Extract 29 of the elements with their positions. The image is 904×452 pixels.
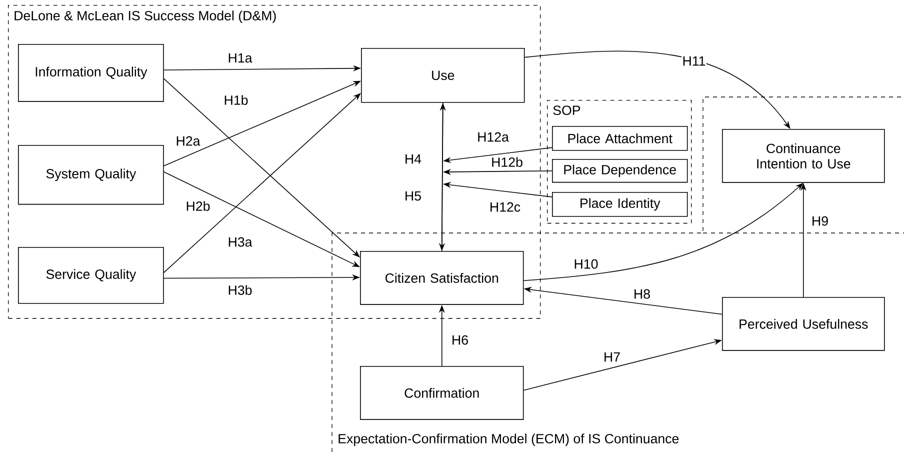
edge-label: H3a: [227, 236, 253, 248]
edge-label: H7: [602, 352, 622, 362]
edge-label: H8: [632, 288, 652, 300]
construct-box: System Quality: [18, 145, 164, 205]
arrow: [163, 78, 360, 258]
construct-box: Continuance Intention to Use: [722, 129, 885, 183]
construct-box: Place Dependence: [552, 159, 688, 183]
edge-label: H2b: [185, 200, 211, 212]
construct-box: Information Quality: [18, 44, 164, 102]
edge-label: H10: [573, 258, 599, 270]
edge-label: H3b: [227, 284, 253, 296]
edge-label: H6: [450, 334, 470, 346]
edge-label: H12c: [488, 202, 522, 212]
edge-label: H11: [682, 56, 706, 66]
construct-box: Use: [361, 48, 525, 103]
edge-label: H1a: [227, 52, 253, 64]
construct-box: Service Quality: [18, 246, 164, 304]
construct-box: Place Attachment: [552, 126, 688, 151]
edge-label: H12b: [490, 156, 524, 168]
edge-label: H1b: [223, 94, 249, 106]
construct-box: Citizen Satisfaction: [360, 250, 524, 305]
edge-label: H4: [404, 154, 422, 164]
edge-label: H9: [810, 216, 830, 226]
construct-box: Place Identity: [552, 192, 688, 217]
edge-label: H2a: [175, 136, 201, 146]
edge-label: H12a: [476, 132, 510, 142]
construct-box: Perceived Usefulness: [722, 297, 885, 351]
construct-box: Confirmation: [360, 366, 524, 420]
edge-label: H5: [404, 190, 422, 202]
